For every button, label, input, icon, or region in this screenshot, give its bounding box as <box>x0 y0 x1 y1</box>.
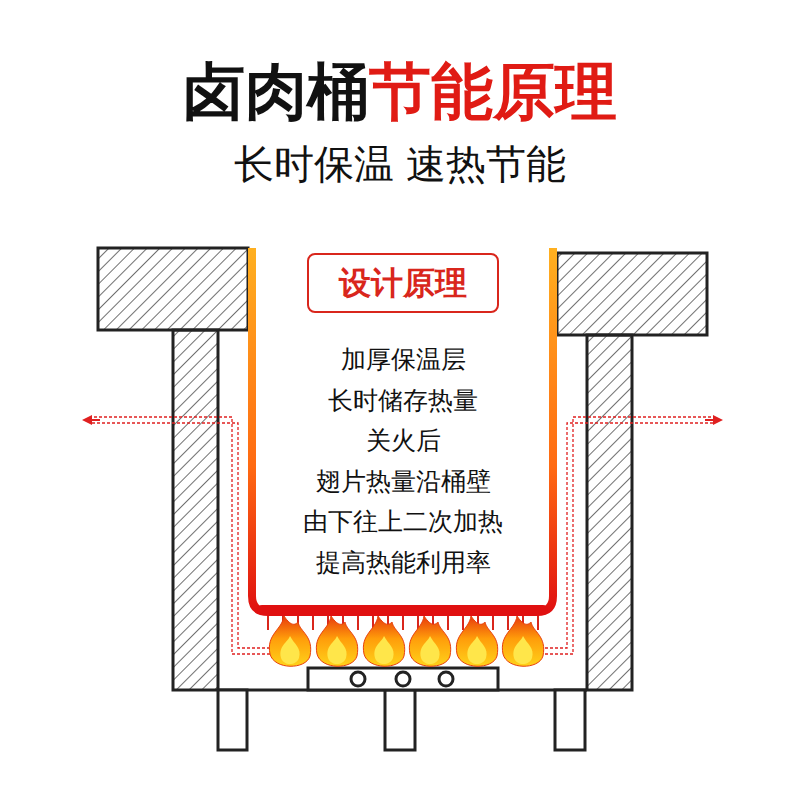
title-highlight: 节能原理 <box>369 55 617 128</box>
flame <box>269 616 310 666</box>
flame-core <box>327 636 346 664</box>
stand <box>218 690 587 750</box>
pot-wall <box>252 248 553 612</box>
flame-core <box>280 636 299 664</box>
flame-core <box>374 636 393 664</box>
burner <box>308 668 498 690</box>
flames <box>269 616 543 666</box>
flame <box>502 616 543 666</box>
flame <box>316 616 357 666</box>
pot-bottom <box>262 605 543 615</box>
flame-core <box>420 636 439 664</box>
flame <box>409 616 450 666</box>
flame <box>456 616 497 666</box>
heat-arrow <box>84 419 721 421</box>
subtitle-row: 长时保温 速热节能 <box>0 138 800 190</box>
flame-core <box>467 636 486 664</box>
principle-box: 设计原理 <box>307 253 499 313</box>
insulation-wall <box>98 248 707 690</box>
principle-text: 加厚保温层 长时储存热量 关火后 翅片热量沿桶壁 由下往上二次加热 提高热能利用… <box>288 340 518 583</box>
title-row: 卤肉桶节能原理 <box>0 52 800 132</box>
title: 卤肉桶 <box>183 55 369 128</box>
flame-core <box>513 636 532 664</box>
subtitle: 长时保温 速热节能 <box>234 141 567 187</box>
flame <box>363 616 404 666</box>
pot: 加厚保温层 长时储存热量 关火后 翅片热量沿桶壁 由下往上二次加热 提高热能利用… <box>248 248 557 618</box>
box-label: 设计原理 <box>339 263 467 303</box>
